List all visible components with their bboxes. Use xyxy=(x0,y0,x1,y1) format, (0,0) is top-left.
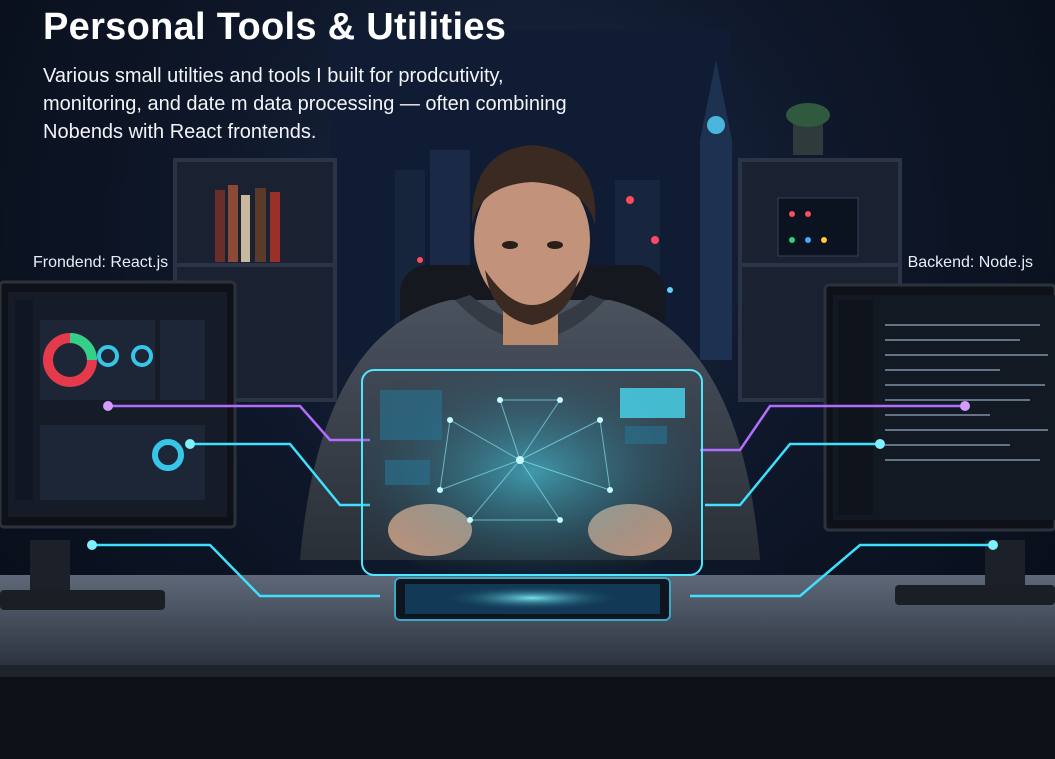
left-monitor-dashboard-icon xyxy=(0,280,237,610)
subtitle-line: monitoring, and date m data processing —… xyxy=(43,93,567,115)
page-title: Personal Tools & Utilities xyxy=(43,6,507,48)
connector-lines xyxy=(87,401,998,598)
subtitle-line: Nobends with React frontends. xyxy=(43,121,317,143)
page-subtitle: Various small utilties and tools I built… xyxy=(43,62,663,146)
right-monitor-code-icon xyxy=(823,283,1055,605)
subtitle-line: Various small utilties and tools I built… xyxy=(43,65,504,87)
bookshelf-right xyxy=(738,103,902,402)
hologram-network-icon xyxy=(361,369,703,576)
backend-label: Backend: Node.js xyxy=(907,254,1033,271)
tablet-icon xyxy=(394,577,671,621)
frontend-label: Frondend: React.js xyxy=(33,254,169,271)
desk xyxy=(0,575,1055,759)
